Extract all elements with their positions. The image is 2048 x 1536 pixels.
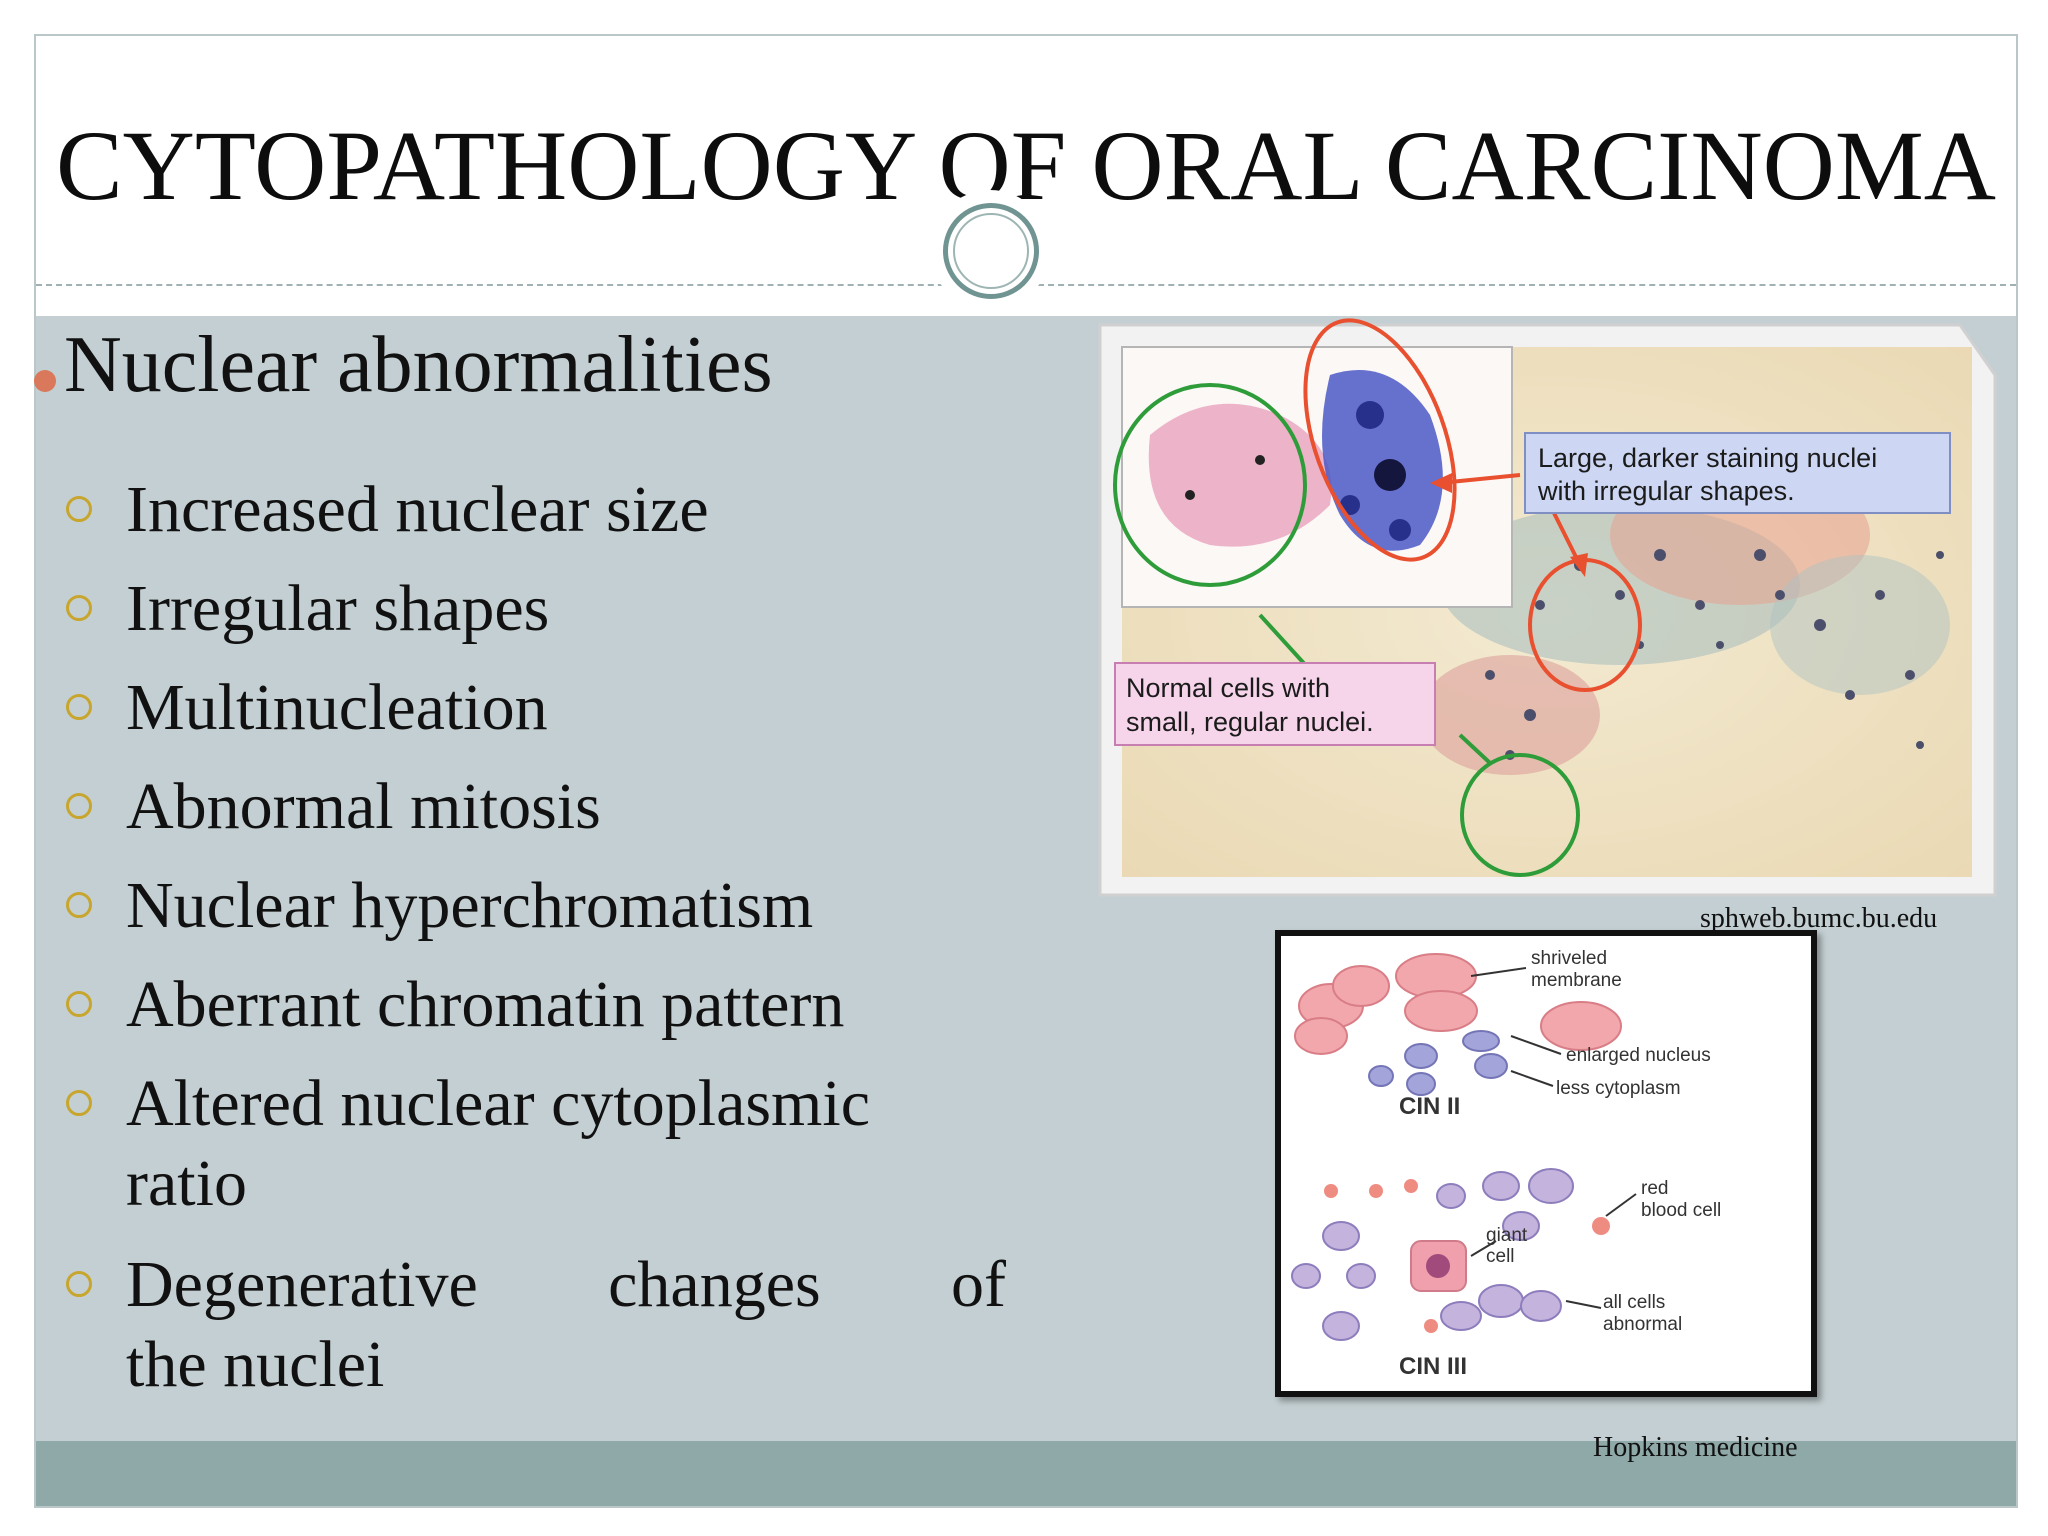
sub-bullet-text: Abnormal mitosis	[126, 770, 601, 843]
credit-hopkins: Hopkins medicine	[1593, 1432, 1798, 1463]
label-large-nuclei: Large, darker staining nuclei	[1538, 443, 1877, 473]
cin-diagram-image: shriveled membrane enlarged nucleus less…	[1275, 930, 1817, 1397]
bullet-dot-icon	[34, 370, 56, 392]
label-giant: giant	[1486, 1225, 1528, 1246]
word: Degenerative	[126, 1248, 478, 1321]
bullet-circle-icon	[66, 793, 92, 819]
word: of	[951, 1248, 1006, 1321]
sub-bullet-text-line2: the nuclei	[126, 1328, 385, 1401]
sub-bullet-text-line2: ratio	[126, 1147, 247, 1220]
label-cin-3: CIN III	[1399, 1353, 1467, 1380]
bullet-circle-icon	[66, 496, 92, 522]
footer-band	[36, 1441, 2016, 1506]
sub-bullet-text: Multinucleation	[126, 671, 548, 744]
sub-bullet: Irregular shapes	[66, 569, 1006, 649]
label-large-nuclei-2: with irregular shapes.	[1537, 476, 1795, 506]
label-membrane: membrane	[1531, 970, 1622, 991]
credit-sphweb: sphweb.bumc.bu.edu	[1700, 903, 1938, 934]
sub-bullet-altered-ratio: Altered nuclear cytoplasmic ratio	[66, 1064, 1006, 1224]
bullet-list: Nuclear abnormalities Increased nuclear …	[0, 0, 1006, 1500]
label-abnormal: abnormal	[1603, 1314, 1682, 1335]
sub-bullet: Nuclear hyperchromatism	[66, 866, 1006, 946]
label-normal-cells: Normal cells with	[1126, 673, 1330, 703]
bullet-circle-icon	[66, 892, 92, 918]
sub-bullet: Multinucleation	[66, 668, 1006, 748]
sub-bullet: Aberrant chromatin pattern	[66, 965, 1006, 1045]
sub-bullet-text: Irregular shapes	[126, 572, 550, 645]
main-bullet: Nuclear abnormalities	[34, 320, 773, 411]
micrograph-image: Large, darker staining nuclei with irreg…	[1098, 318, 1997, 897]
sub-bullet-text: Nuclear hyperchromatism	[126, 869, 814, 942]
word: changes	[608, 1248, 821, 1321]
sub-bullet: Abnormal mitosis	[66, 767, 1006, 847]
label-blood-cell: blood cell	[1641, 1200, 1721, 1221]
circle-ornament-icon	[930, 190, 1050, 310]
sub-bullet-text: Increased nuclear size	[126, 473, 709, 546]
bullet-circle-icon	[66, 595, 92, 621]
bullet-circle-icon	[66, 694, 92, 720]
label-enlarged-nucleus: enlarged nucleus	[1566, 1045, 1711, 1066]
label-cin-2: CIN II	[1399, 1093, 1460, 1120]
main-bullet-text: Nuclear abnormalities	[64, 321, 773, 409]
sub-bullet: Increased nuclear size	[66, 470, 1006, 550]
label-less-cytoplasm: less cytoplasm	[1556, 1078, 1681, 1099]
bullet-circle-icon	[66, 1271, 92, 1297]
sub-bullet-text: Aberrant chromatin pattern	[126, 968, 845, 1041]
label-all-cells: all cells	[1603, 1292, 1665, 1313]
sub-bullet-degenerative: Degenerative changes of the nuclei	[66, 1245, 1006, 1405]
sub-bullet-text-line1: Degenerative changes of	[126, 1245, 1006, 1325]
bullet-circle-icon	[66, 991, 92, 1017]
label-normal-cells-2: small, regular nuclei.	[1126, 707, 1374, 737]
label-red: red	[1641, 1178, 1668, 1199]
label-cell: cell	[1486, 1246, 1515, 1267]
sub-bullet-text-line1: Altered nuclear cytoplasmic	[126, 1067, 871, 1140]
label-shriveled: shriveled	[1531, 948, 1607, 969]
bullet-circle-icon	[66, 1090, 92, 1116]
